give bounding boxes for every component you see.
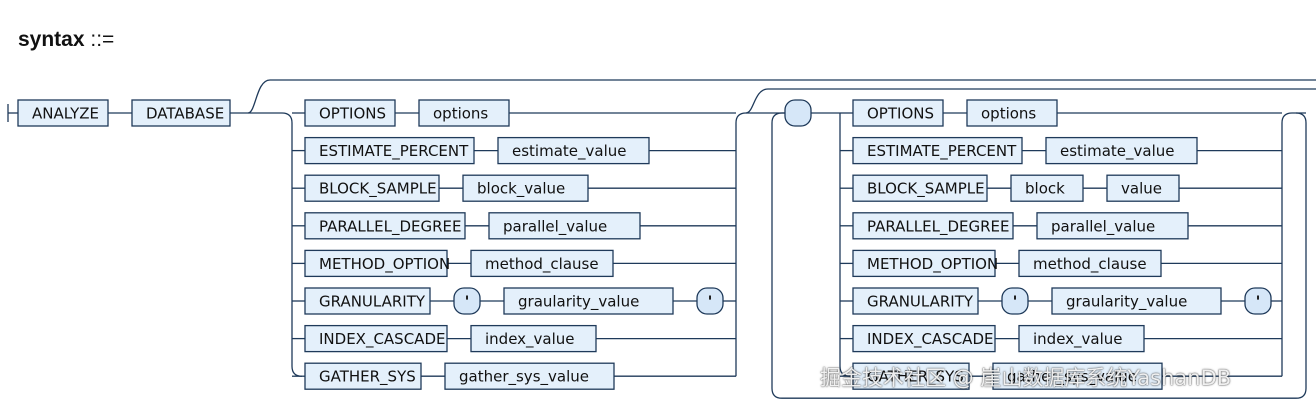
loop-separator-token [784, 99, 812, 127]
left-gather-sys-gather-sys: GATHER_SYS [304, 362, 422, 390]
right-block-sample-block-sample: BLOCK_SAMPLE [852, 174, 988, 202]
right-options-options: options [966, 99, 1058, 127]
left-estimate-percent-estimate-value-label: estimate_value [512, 142, 626, 161]
left-index-cascade-index-cascade: INDEX_CASCADE [304, 324, 448, 353]
right-options-options-label: options [981, 105, 1036, 123]
diagram-lines [7, 79, 1316, 399]
left-options-options-label: options [433, 105, 488, 123]
right-index-cascade-index-value-label: index_value [1033, 330, 1123, 349]
left-granularity-quote: ' [453, 287, 481, 315]
right-method-option-method-option-label: METHOD_OPTION [867, 255, 998, 274]
right-gather-sys-gather-sys-label: GATHER_SYS [867, 368, 964, 387]
right-estimate-percent-estimate-percent: ESTIMATE_PERCENT [852, 136, 1023, 165]
right-parallel-degree-parallel-value-label: parallel_value [1051, 217, 1155, 236]
left-options-options: options [418, 99, 510, 127]
left-gather-sys-gather-sys-label: GATHER_SYS [319, 368, 416, 387]
right-granularity-graularity-value-label: graularity_value [1066, 293, 1187, 312]
left-block-sample-block-value-label: block_value [477, 180, 565, 199]
right-parallel-degree-parallel-degree-label: PARALLEL_DEGREE [867, 217, 1010, 236]
right-index-cascade-index-cascade: INDEX_CASCADE [852, 324, 996, 353]
left-index-cascade-index-cascade-label: INDEX_CASCADE [319, 330, 445, 349]
right-granularity-quote: ' [1001, 287, 1029, 315]
syntax-title: syntax ::= [18, 28, 114, 52]
left-parallel-degree-parallel-value-label: parallel_value [503, 217, 607, 236]
right-granularity-granularity: GRANULARITY [852, 287, 979, 315]
left-method-option-method-clause: method_clause [470, 249, 614, 278]
left-gather-sys-gather-sys-value: gather_sys_value [444, 362, 615, 390]
skip-rail [745, 88, 1316, 114]
right-index-cascade-index-cascade-label: INDEX_CASCADE [867, 330, 993, 349]
right-block-sample-value: value [1106, 174, 1180, 202]
syntax-operator: ::= [90, 28, 115, 51]
left-method-option-method-option-label: METHOD_OPTION [319, 255, 450, 274]
left-estimate-percent-estimate-percent: ESTIMATE_PERCENT [304, 136, 475, 165]
left-parallel-degree-parallel-degree: PARALLEL_DEGREE [304, 212, 466, 240]
right-gather-sys-gather-sys: GATHER_SYS [852, 362, 970, 390]
right-block-sample-block: block [1010, 174, 1084, 202]
right-granularity-graularity-value: graularity_value [1051, 287, 1222, 315]
left-parallel-degree-parallel-degree-label: PARALLEL_DEGREE [319, 217, 462, 236]
right-index-cascade-index-value: index_value [1018, 324, 1145, 353]
left-estimate-percent-estimate-percent-label: ESTIMATE_PERCENT [319, 142, 469, 161]
right-choice-rail [839, 113, 851, 377]
right-estimate-percent-estimate-value: estimate_value [1045, 136, 1198, 165]
right-options-options: OPTIONS [852, 99, 944, 127]
right-block-sample-block-sample-label: BLOCK_SAMPLE [867, 180, 985, 199]
left-granularity-quote: ' [696, 287, 724, 315]
right-estimate-percent-estimate-value-label: estimate_value [1060, 142, 1174, 161]
right-gather-sys-gather-sys-value: gather_sys_value [992, 362, 1163, 390]
prefix-analyze-label: ANALYZE [32, 105, 99, 123]
left-granularity-granularity-label: GRANULARITY [319, 293, 426, 311]
left-gather-sys-gather-sys-value-label: gather_sys_value [459, 368, 589, 387]
left-options-options: OPTIONS [304, 99, 396, 127]
right-exit-rail [1281, 112, 1306, 377]
left-granularity-graularity-value: graularity_value [503, 287, 674, 315]
right-method-option-method-clause-label: method_clause [1033, 255, 1147, 274]
left-method-option-method-option: METHOD_OPTION [304, 249, 450, 278]
right-granularity-quote: ' [1244, 287, 1272, 315]
left-estimate-percent-estimate-value: estimate_value [497, 136, 650, 165]
left-block-sample-block-sample: BLOCK_SAMPLE [304, 174, 440, 202]
diagram-nodes: ANALYZE DATABASE OPTIONS optionsESTIMATE_PE… [17, 99, 1272, 390]
right-method-option-method-clause: method_clause [1018, 249, 1162, 278]
left-granularity-graularity-value-label: graularity_value [518, 293, 639, 312]
left-block-sample-block-value: block_value [462, 174, 589, 202]
left-method-option-method-clause-label: method_clause [485, 255, 599, 274]
right-granularity-quote-label: ' [1010, 293, 1019, 311]
right-granularity-quote-label: ' [1253, 293, 1262, 311]
right-estimate-percent-estimate-percent-label: ESTIMATE_PERCENT [867, 142, 1017, 161]
right-granularity-granularity-label: GRANULARITY [867, 293, 974, 311]
left-choice-rail [262, 112, 303, 377]
right-options-options-label: OPTIONS [867, 105, 934, 123]
left-index-cascade-index-value: index_value [470, 324, 597, 353]
left-block-sample-block-sample-label: BLOCK_SAMPLE [319, 180, 437, 199]
bypass-rail [247, 79, 1316, 114]
left-index-cascade-index-value-label: index_value [485, 330, 575, 349]
right-gather-sys-gather-sys-value-label: gather_sys_value [1007, 368, 1137, 387]
right-method-option-method-option: METHOD_OPTION [852, 249, 998, 278]
right-parallel-degree-parallel-value: parallel_value [1036, 212, 1189, 240]
left-exit-rail [735, 112, 785, 377]
left-parallel-degree-parallel-value: parallel_value [488, 212, 641, 240]
right-parallel-degree-parallel-degree: PARALLEL_DEGREE [852, 212, 1014, 240]
left-granularity-quote-label: ' [705, 293, 714, 311]
right-block-sample-value-label: value [1121, 180, 1162, 198]
syntax-keyword: syntax [18, 28, 85, 51]
prefix-database: DATABASE [131, 99, 231, 127]
left-options-options-label: OPTIONS [319, 105, 386, 123]
left-granularity-granularity: GRANULARITY [304, 287, 431, 315]
watermark: 掘金技术社区 @ 崖山数据库系统YashanDB [820, 366, 1232, 390]
prefix-database-label: DATABASE [146, 105, 224, 123]
repeat-loop-rail [771, 112, 1307, 399]
right-block-sample-block-label: block [1025, 180, 1065, 198]
left-granularity-quote-label: ' [462, 293, 471, 311]
prefix-analyze: ANALYZE [17, 99, 109, 127]
